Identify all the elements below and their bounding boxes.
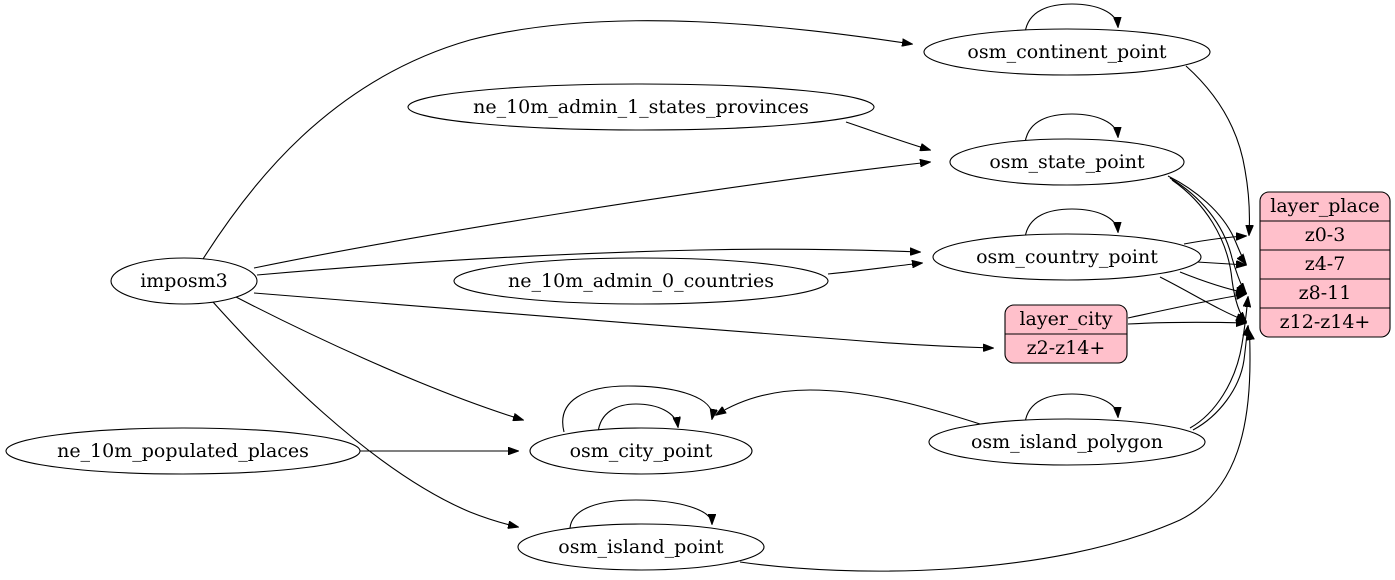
record-layer_city[interactable]: layer_city z2-z14+ xyxy=(1004,304,1128,364)
node-osm_country_point[interactable]: osm_country_point xyxy=(932,233,1202,281)
edge-ne_countries-to-osm_country_point xyxy=(827,263,922,275)
edge-osm_island_polygon-to-layer_place-z12-z14 xyxy=(1192,326,1248,431)
edge-osm_city_point-self-loop-outer xyxy=(562,385,713,433)
edge-osm_island_polygon-self-loop xyxy=(1024,393,1118,424)
edge-osm_state_point-self-loop xyxy=(1024,113,1118,144)
node-ne_places-shape[interactable] xyxy=(5,427,361,475)
node-osm_island_point-label: osm_island_point xyxy=(558,536,724,558)
node-osm_state_point[interactable]: osm_state_point xyxy=(949,138,1185,186)
record-layer_place-row-z8-11[interactable]: z8-11 xyxy=(1299,282,1352,304)
edge-osm_country_point-to-layer_place-z8-11 xyxy=(1179,271,1246,293)
node-ne_states-shape[interactable] xyxy=(407,83,875,131)
record-layer_city-row-z2-z14[interactable]: z2-z14+ xyxy=(1027,337,1106,359)
record-layer_place-row-z4-7[interactable]: z4-7 xyxy=(1305,253,1346,275)
nodes-layer: imposm3 ne_10m_admin_1_states_provinces … xyxy=(5,28,1211,571)
edge-osm_state_point-to-layer_place-z12-z14 xyxy=(1171,179,1246,322)
node-ne_10m_populated_places[interactable]: ne_10m_populated_places xyxy=(5,427,361,475)
node-osm_island_polygon-label: osm_island_polygon xyxy=(971,431,1163,453)
record-layer_place-body[interactable] xyxy=(1259,191,1391,338)
node-ne_places-label: ne_10m_populated_places xyxy=(57,440,309,462)
edge-osm_island_point-to-layer_place-z12-z14 xyxy=(739,330,1250,572)
record-layer_place[interactable]: layer_place z0-3 z4-7 z8-11 z12-z14+ xyxy=(1259,191,1391,338)
node-osm_continent_point[interactable]: osm_continent_point xyxy=(923,28,1211,76)
node-ne_10m_admin_1_states_provinces[interactable]: ne_10m_admin_1_states_provinces xyxy=(407,83,875,131)
edge-osm_island_polygon-to-osm_city_point xyxy=(716,389,981,425)
edge-imposm3-to-layer_city xyxy=(253,292,993,348)
record-layer_place-row-z0-3[interactable]: z0-3 xyxy=(1305,224,1346,246)
edge-osm_island_point-self-loop xyxy=(569,499,712,529)
edge-imposm3-to-osm_city_point xyxy=(235,296,523,420)
node-osm_country_point-label: osm_country_point xyxy=(976,246,1158,268)
edge-osm_country_point-to-layer_place-z12-z14 xyxy=(1159,276,1246,321)
node-osm_island_point-shape[interactable] xyxy=(517,523,765,571)
edge-osm_island_polygon-to-layer_place-z8-11 xyxy=(1189,297,1248,429)
edge-osm_continent_point-self-loop xyxy=(1024,3,1118,34)
record-layer_place-row-z12-z14[interactable]: z12-z14+ xyxy=(1280,311,1371,333)
edge-osm_country_point-to-layer_place-z0-3 xyxy=(1183,236,1246,245)
node-imposm3-shape[interactable] xyxy=(110,257,258,305)
edge-osm_city_point-self-loop-inner xyxy=(597,403,678,434)
edge-imposm3-to-osm_country_point xyxy=(256,249,920,276)
edge-imposm3-to-osm_continent_point xyxy=(202,20,912,260)
edge-layer_city-to-layer_place-z8-11 xyxy=(1127,294,1246,319)
edge-osm_continent_point-to-layer_place-z0-3 xyxy=(1185,65,1250,235)
edge-osm_country_point-self-loop xyxy=(1024,208,1118,239)
node-imposm3[interactable]: imposm3 xyxy=(110,257,258,305)
node-ne_states-label: ne_10m_admin_1_states_provinces xyxy=(473,96,809,118)
edge-imposm3-to-osm_island_point xyxy=(212,301,518,527)
node-osm_continent_point-label: osm_continent_point xyxy=(967,41,1167,63)
edge-osm_country_point-to-layer_place-z4-7 xyxy=(1196,262,1246,265)
node-osm_state_point-shape[interactable] xyxy=(949,138,1185,186)
node-osm_island_polygon[interactable]: osm_island_polygon xyxy=(928,418,1206,466)
record-layer_place-title: layer_place xyxy=(1270,195,1379,217)
node-osm_city_point-label: osm_city_point xyxy=(570,440,713,462)
node-ne_10m_admin_0_countries[interactable]: ne_10m_admin_0_countries xyxy=(453,257,829,305)
edge-layer_city-to-layer_place-z12-z14 xyxy=(1127,322,1246,324)
node-osm_city_point-shape[interactable] xyxy=(529,427,753,475)
edge-osm_state_point-to-layer_place-z4-7 xyxy=(1167,175,1246,264)
edge-osm_state_point-to-layer_place-z8-11 xyxy=(1169,177,1246,293)
node-ne_countries-label: ne_10m_admin_0_countries xyxy=(508,270,774,292)
node-osm_country_point-shape[interactable] xyxy=(932,233,1202,281)
node-osm_state_point-label: osm_state_point xyxy=(989,151,1145,173)
node-imposm3-label: imposm3 xyxy=(140,270,228,292)
edge-ne_states-to-osm_state_point xyxy=(845,121,930,150)
node-osm_city_point[interactable]: osm_city_point xyxy=(529,427,753,475)
edges-layer xyxy=(202,3,1250,572)
edge-imposm3-to-osm_state_point xyxy=(253,162,930,269)
record-nodes-layer: layer_place z0-3 z4-7 z8-11 z12-z14+ lay… xyxy=(1004,191,1391,364)
node-osm_continent_point-shape[interactable] xyxy=(923,28,1211,76)
record-layer_city-title: layer_city xyxy=(1019,308,1112,330)
node-osm_island_point[interactable]: osm_island_point xyxy=(517,523,765,571)
node-ne_countries-shape[interactable] xyxy=(453,257,829,305)
node-osm_island_polygon-shape[interactable] xyxy=(928,418,1206,466)
